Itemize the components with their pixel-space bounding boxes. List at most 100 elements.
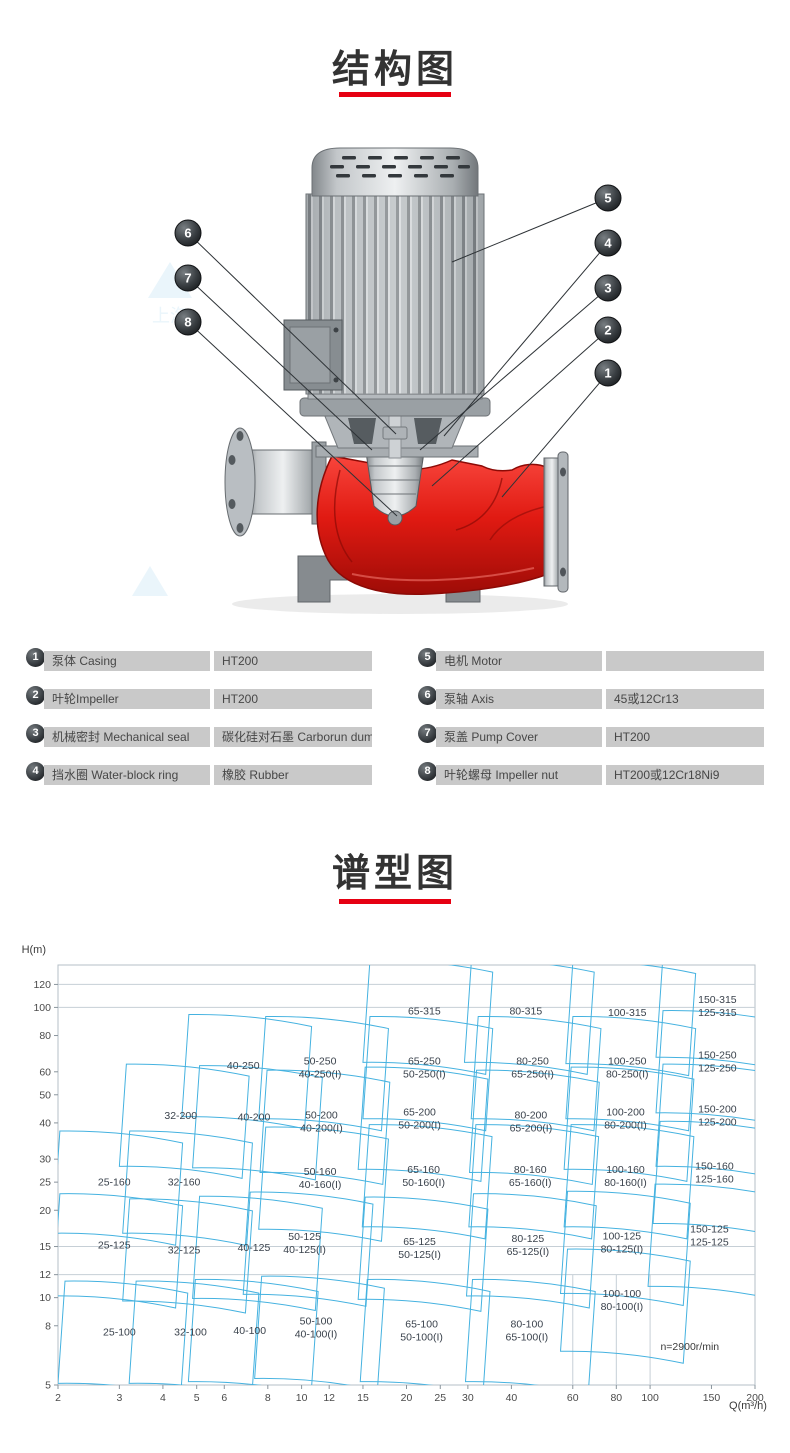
part-number-badge: 1 (26, 648, 45, 667)
pump-model-region (469, 1069, 600, 1186)
watermark-logo-icon (132, 566, 168, 596)
callout-number: 3 (604, 281, 611, 296)
pump-model-region (242, 1191, 374, 1307)
pump-model-region (565, 1015, 697, 1132)
pump-model-label: 65-200(I) (510, 1122, 553, 1134)
pump-model-region (647, 1183, 755, 1296)
pump-model-region (258, 1126, 389, 1242)
pump-model-label: 65-100 (405, 1319, 438, 1331)
callout-line (501, 372, 609, 498)
pump-model-region (58, 1280, 189, 1385)
y-tick-label: 15 (39, 1241, 51, 1253)
pump-model-label: 50-160(I) (402, 1177, 445, 1189)
callout-badge (174, 308, 202, 336)
pump-model-label: 32-100 (174, 1327, 207, 1339)
pump-model-label: 100-315 (608, 1007, 647, 1019)
pump-model-label: 125-160 (695, 1173, 734, 1185)
pump-model-label: 25-125 (98, 1239, 131, 1251)
pump-model-region (192, 1065, 323, 1181)
pump-model-region (58, 1193, 184, 1309)
pump-model-label: 40-200 (238, 1111, 271, 1123)
part-name: 电机 Motor (436, 651, 602, 671)
part-number-badge: 7 (418, 724, 437, 743)
part-name: 泵体 Casing (44, 651, 210, 671)
y-tick-label: 12 (39, 1269, 51, 1281)
part-name: 挡水圈 Water-block ring (44, 765, 210, 785)
pump-model-region (655, 965, 755, 1066)
x-tick-label: 40 (506, 1392, 518, 1404)
callout-number: 4 (604, 236, 612, 251)
pump-model-label: 32-125 (168, 1244, 201, 1256)
pump-model-label: 65-160(I) (509, 1177, 552, 1189)
pump-model-label: 50-250 (304, 1056, 337, 1068)
impeller-nut (387, 510, 403, 526)
callout-line (419, 287, 609, 451)
x-tick-label: 60 (567, 1392, 579, 1404)
pump-model-label: 65-250(I) (511, 1069, 554, 1081)
pump-model-region (359, 1278, 491, 1385)
terminal-box (283, 319, 343, 391)
pump-model-region (362, 965, 494, 1075)
pump-model-label: 80-315 (509, 1006, 542, 1018)
part-name: 叶轮Impeller (44, 689, 210, 709)
discharge-flange (543, 451, 569, 593)
x-axis-label: Q(m³/h) (729, 1400, 767, 1412)
callout-number: 7 (184, 271, 191, 286)
pump-model-region (652, 1120, 755, 1233)
pump-model-label: 32-160 (168, 1177, 201, 1189)
pump-model-label: 40-250(I) (299, 1069, 342, 1081)
x-tick-label: 4 (160, 1392, 166, 1404)
pump-model-region (357, 1196, 489, 1312)
pump-model-label: 50-200(I) (398, 1119, 441, 1131)
pump-model-region (118, 1063, 250, 1179)
x-tick-label: 200 (746, 1392, 764, 1404)
pump-model-region (463, 965, 595, 1075)
motor-base (299, 397, 491, 417)
pump-model-region (254, 1275, 385, 1385)
pump-model-label: 150-315 (698, 994, 737, 1006)
callout-line (451, 197, 609, 263)
pump-model-label: 50-100(I) (400, 1332, 443, 1344)
callout-badge (594, 184, 622, 212)
x-tick-label: 10 (296, 1392, 308, 1404)
pump-model-label: 80-200(I) (604, 1119, 647, 1131)
pump-model-region (655, 1063, 755, 1175)
pump-model-region (563, 1066, 695, 1182)
callout-line (187, 232, 397, 435)
volute-casing (316, 455, 549, 596)
part-material: 45或12Cr13 (606, 689, 764, 709)
pump-model-label: 150-250 (698, 1050, 737, 1062)
pump-model-label: 80-160(I) (604, 1177, 647, 1189)
part-number-badge: 6 (418, 686, 437, 705)
callout-line (187, 321, 398, 517)
pump-structure-illustration: 上海 (132, 147, 622, 614)
pump-model-label: 65-125 (403, 1236, 436, 1248)
pump-model-label: 40-250 (227, 1060, 260, 1072)
pump-model-label: 40-100 (233, 1325, 266, 1337)
pump-model-label: 65-125(I) (507, 1246, 550, 1258)
y-axis-label: H(m) (22, 944, 46, 956)
part-number-badge: 2 (26, 686, 45, 705)
callout-number: 8 (184, 315, 191, 330)
x-tick-label: 80 (610, 1392, 622, 1404)
pump-model-label: 65-100(I) (506, 1332, 549, 1344)
pump-model-label: 50-100 (300, 1315, 333, 1327)
pump-model-label: 50-200 (305, 1109, 338, 1121)
x-tick-label: 8 (265, 1392, 271, 1404)
pump-model-region (464, 1278, 596, 1385)
x-tick-label: 25 (434, 1392, 446, 1404)
part-name: 叶轮螺母 Impeller nut (436, 765, 602, 785)
pump-model-region (559, 1190, 691, 1307)
part-material: 碳化硅对石墨 Carborun dum (214, 727, 372, 747)
callout-number: 5 (604, 191, 611, 206)
speed-annotation: n=2900r/min (660, 1341, 719, 1353)
part-number-badge: 8 (418, 762, 437, 781)
x-tick-label: 20 (401, 1392, 413, 1404)
pump-model-label: 80-200 (515, 1109, 548, 1121)
